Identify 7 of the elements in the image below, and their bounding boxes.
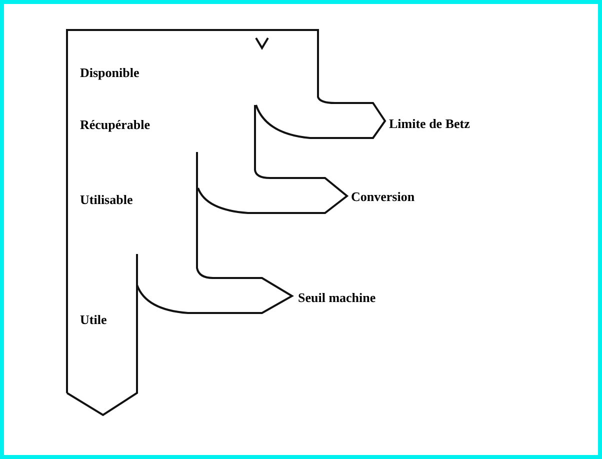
flow-label: Conversion <box>351 189 415 204</box>
flow-label: Utile <box>80 312 107 327</box>
flow-label: Disponible <box>80 65 140 80</box>
flow-label: Seuil machine <box>298 290 376 305</box>
flow-label: Limite de Betz <box>389 116 470 131</box>
flow-label: Récupérable <box>80 117 150 132</box>
flow-label: Utilisable <box>80 192 133 207</box>
